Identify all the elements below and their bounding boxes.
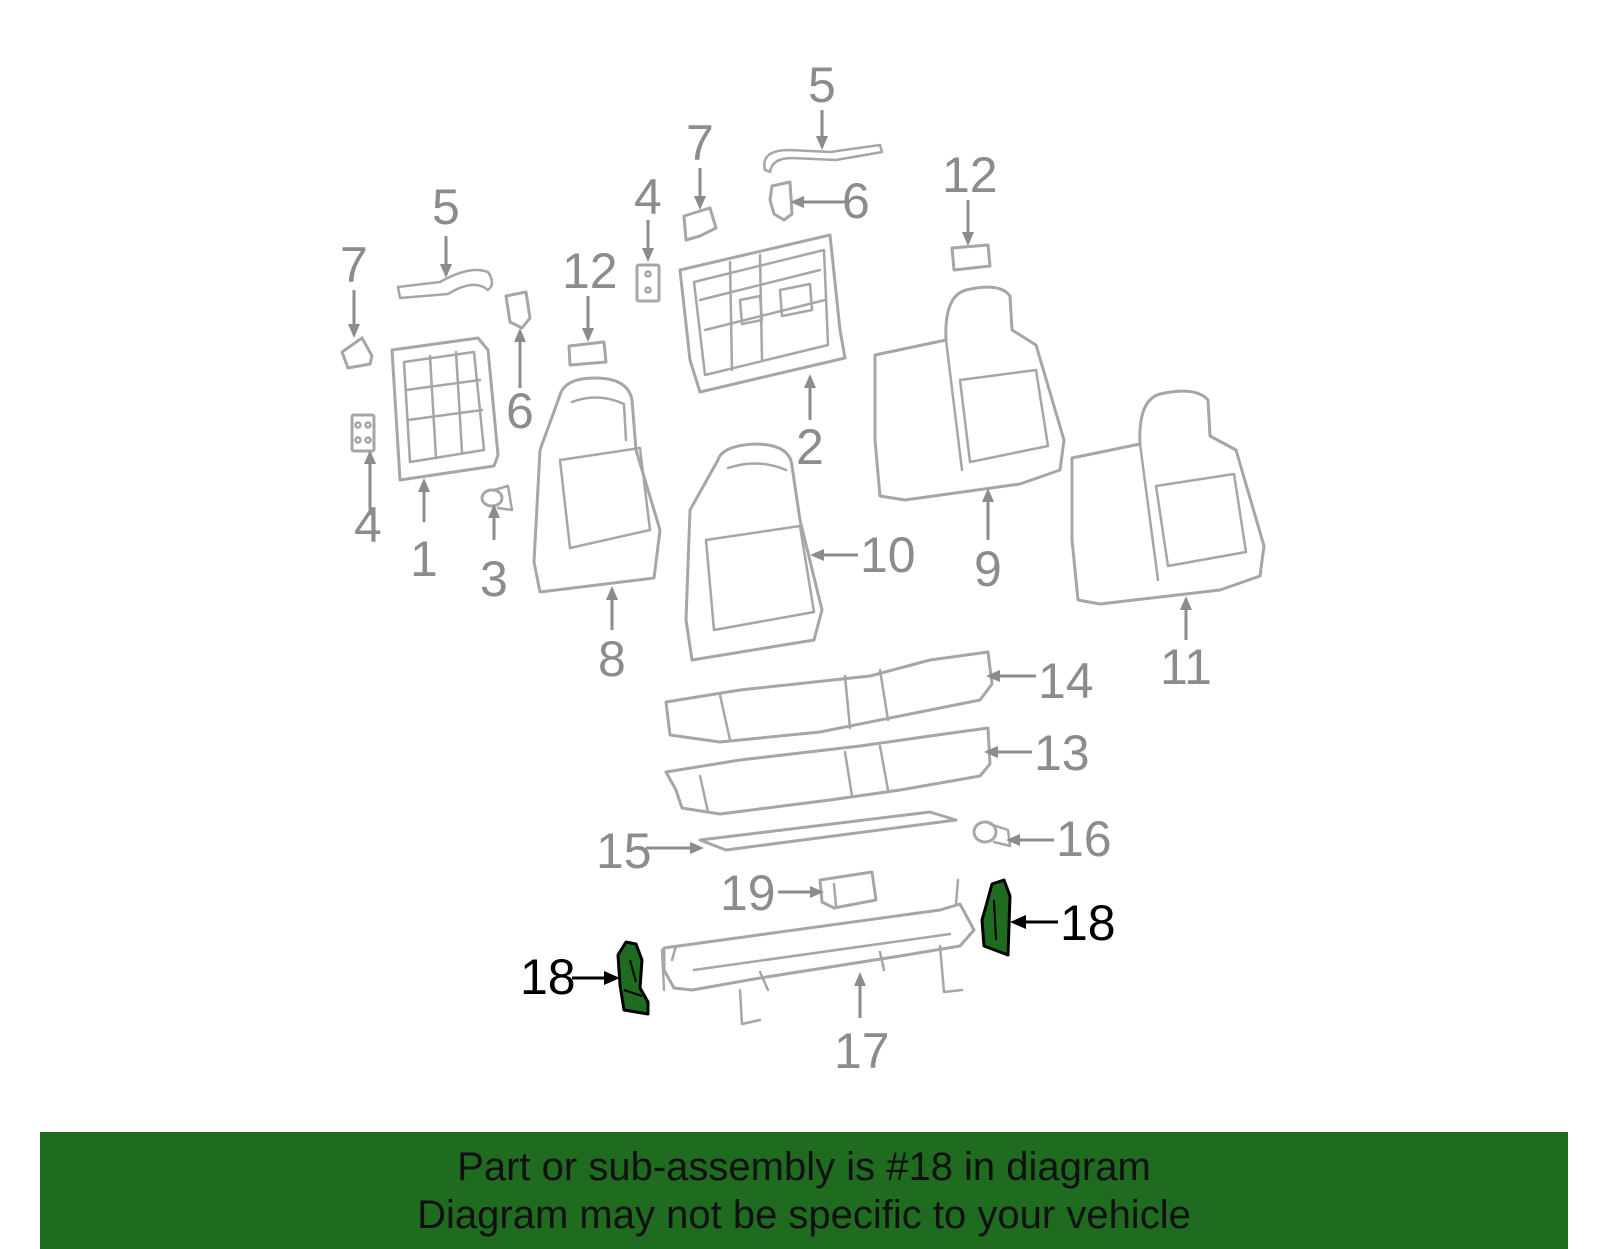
callout-12-right: 12 (942, 147, 998, 203)
callout-4-upper: 4 (634, 169, 662, 225)
callout-9: 9 (974, 541, 1002, 597)
callout-19: 19 (720, 865, 776, 921)
part-17-seat-frame[interactable] (660, 878, 976, 1026)
part-7-left-cap[interactable] (340, 336, 374, 370)
part-1-seatback-frame[interactable] (390, 336, 500, 482)
leader-lines (352, 110, 1188, 1018)
part-11-seatback-cushion[interactable] (1070, 389, 1266, 606)
part-18-bracket-left[interactable] (616, 940, 650, 1016)
banner-line-2: Diagram may not be specific to your vehi… (417, 1193, 1191, 1237)
part-12-tag-left[interactable] (567, 340, 608, 367)
part-5-left-cable[interactable] (396, 268, 494, 300)
callout-5-upper: 5 (808, 57, 836, 113)
part-4-left-plate[interactable] (350, 413, 376, 453)
callout-1: 1 (410, 531, 438, 587)
callout-11: 11 (1160, 639, 1212, 695)
callout-12-left: 12 (562, 243, 618, 299)
part-8-seatback-cover[interactable] (532, 376, 662, 594)
callout-8: 8 (598, 631, 626, 687)
callout-labels: 5 7 4 12 5 7 6 6 12 4 1 3 2 10 9 8 11 14… (340, 57, 1212, 1079)
callout-2: 2 (796, 419, 824, 475)
callout-17: 17 (834, 1023, 890, 1079)
part-18-bracket-right[interactable] (980, 878, 1012, 957)
callout-6-left: 6 (506, 383, 534, 439)
part-10-seatback-cover[interactable] (684, 442, 824, 662)
part-15-strip[interactable] (698, 810, 958, 852)
callout-18-left: 18 (520, 949, 576, 1005)
callout-18-right: 18 (1060, 895, 1116, 951)
part-7-upper-cap[interactable] (682, 206, 718, 242)
part-3-knob[interactable] (480, 484, 514, 512)
callout-6-upper: 6 (842, 173, 870, 229)
part-16-clip[interactable] (972, 820, 1012, 848)
part-14-seat-cushion[interactable] (664, 650, 994, 744)
part-4-upper-plate[interactable] (635, 263, 661, 303)
callout-15: 15 (596, 823, 652, 879)
info-banner: Part or sub-assembly is #18 in diagram D… (40, 1132, 1568, 1249)
callout-5-left: 5 (432, 179, 460, 235)
part-6-upper-clip[interactable] (768, 180, 794, 222)
callout-7-upper: 7 (686, 115, 714, 171)
part-12-tag-right[interactable] (950, 243, 992, 272)
part-6-left-clip[interactable] (504, 290, 532, 330)
part-9-seatback-cushion[interactable] (873, 285, 1066, 502)
callout-7-left: 7 (340, 237, 368, 293)
callout-10: 10 (860, 527, 916, 583)
leader-lines-highlight (572, 915, 1058, 985)
callout-13: 13 (1034, 725, 1090, 781)
leader-arrowheads (348, 136, 1192, 986)
part-13-seat-foam[interactable] (664, 726, 992, 816)
part-5-upper-cable[interactable] (763, 143, 884, 174)
part-19-block[interactable] (818, 870, 878, 910)
part-2-seatback-frame[interactable] (678, 233, 847, 394)
callout-4-left: 4 (354, 497, 382, 553)
banner-line-1: Part or sub-assembly is #18 in diagram (457, 1145, 1151, 1189)
callout-3: 3 (480, 551, 508, 607)
callout-16: 16 (1056, 811, 1112, 867)
callout-14: 14 (1038, 653, 1094, 709)
